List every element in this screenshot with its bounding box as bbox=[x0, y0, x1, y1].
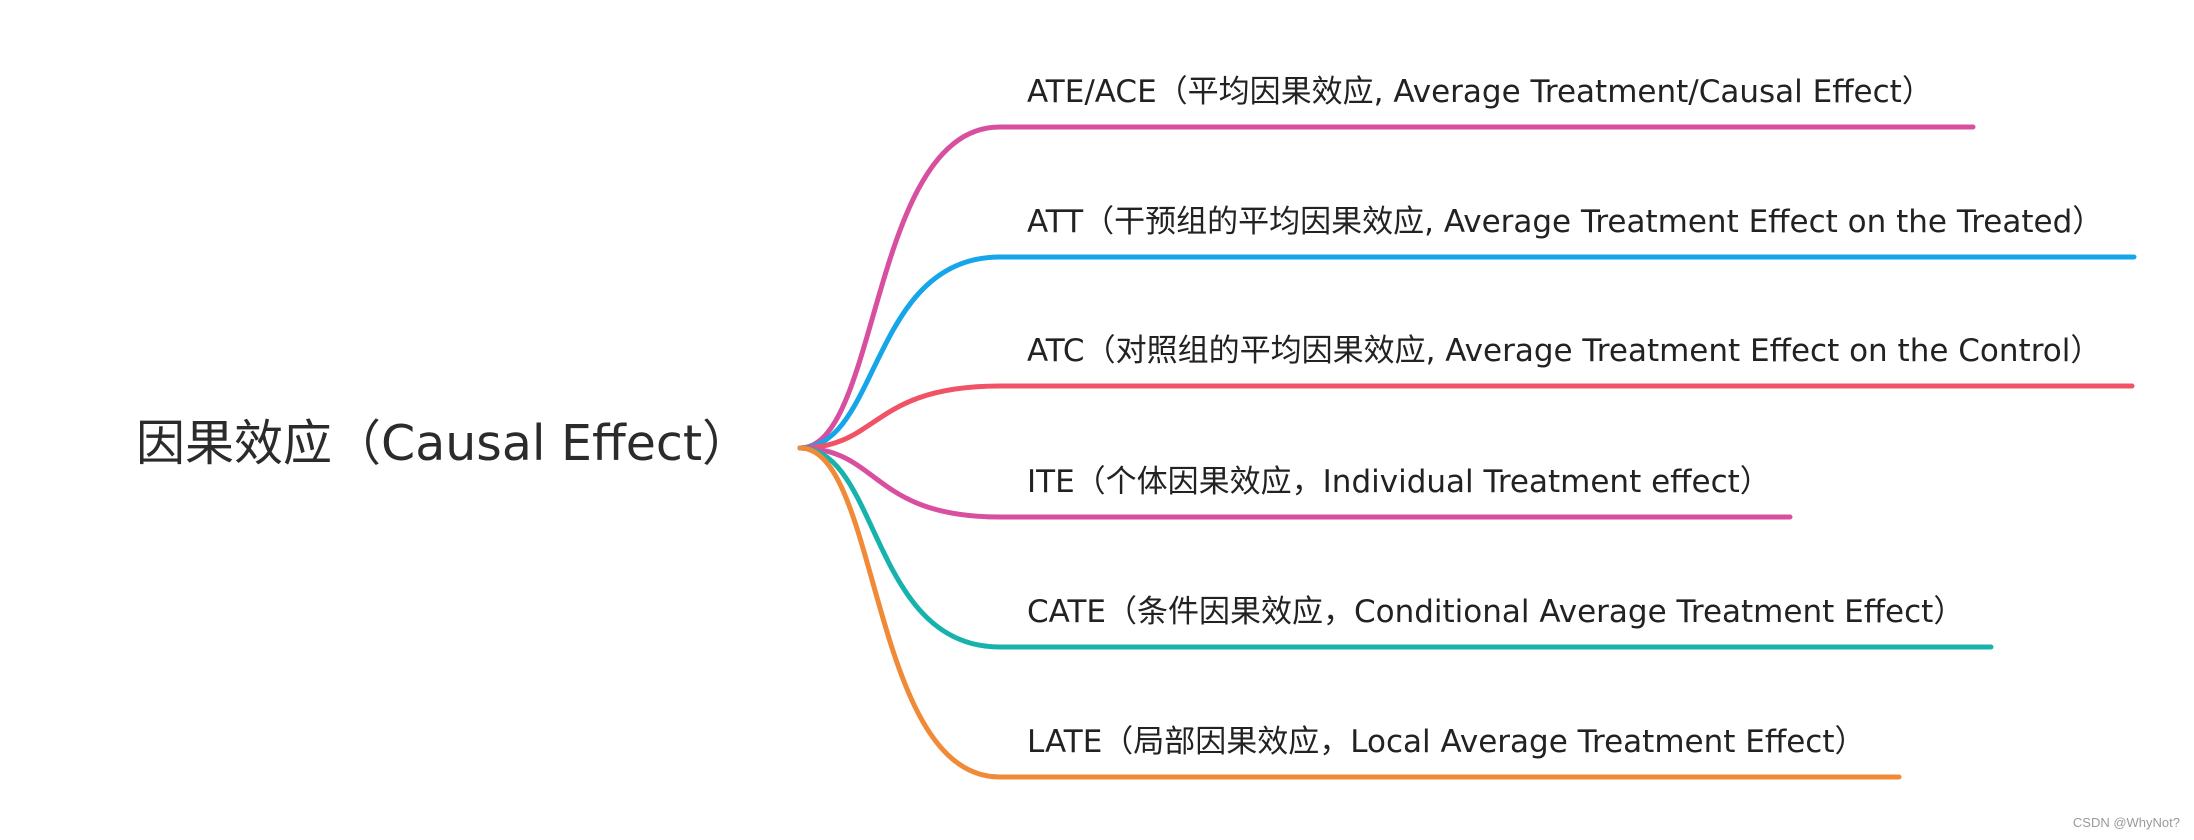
branch-label-atc: ATC（对照组的平均因果效应, Average Treatment Effect… bbox=[1027, 333, 2102, 369]
branch-line-late bbox=[797, 445, 1902, 780]
branch-label-late: LATE（局部因果效应，Local Average Treatment Effe… bbox=[1027, 724, 1866, 760]
branch-label-att: ATT（干预组的平均因果效应, Average Treatment Effect… bbox=[1027, 204, 2104, 240]
branch-line-att bbox=[797, 254, 2137, 451]
branch-label-cate: CATE（条件因果效应，Conditional Average Treatmen… bbox=[1027, 594, 1965, 630]
branch-line-ite bbox=[797, 445, 1793, 520]
watermark: CSDN @WhyNot? bbox=[2072, 815, 2180, 830]
root-node-label: 因果效应（Causal Effect） bbox=[136, 415, 752, 472]
branch-label-ate: ATE/ACE（平均因果效应, Average Treatment/Causal… bbox=[1027, 74, 1933, 110]
branch-label-ite: ITE（个体因果效应，Individual Treatment effect） bbox=[1027, 464, 1771, 500]
branch-line-cate bbox=[797, 445, 1994, 650]
branch-line-ate bbox=[797, 124, 1976, 451]
branch-line-atc bbox=[797, 383, 2135, 451]
